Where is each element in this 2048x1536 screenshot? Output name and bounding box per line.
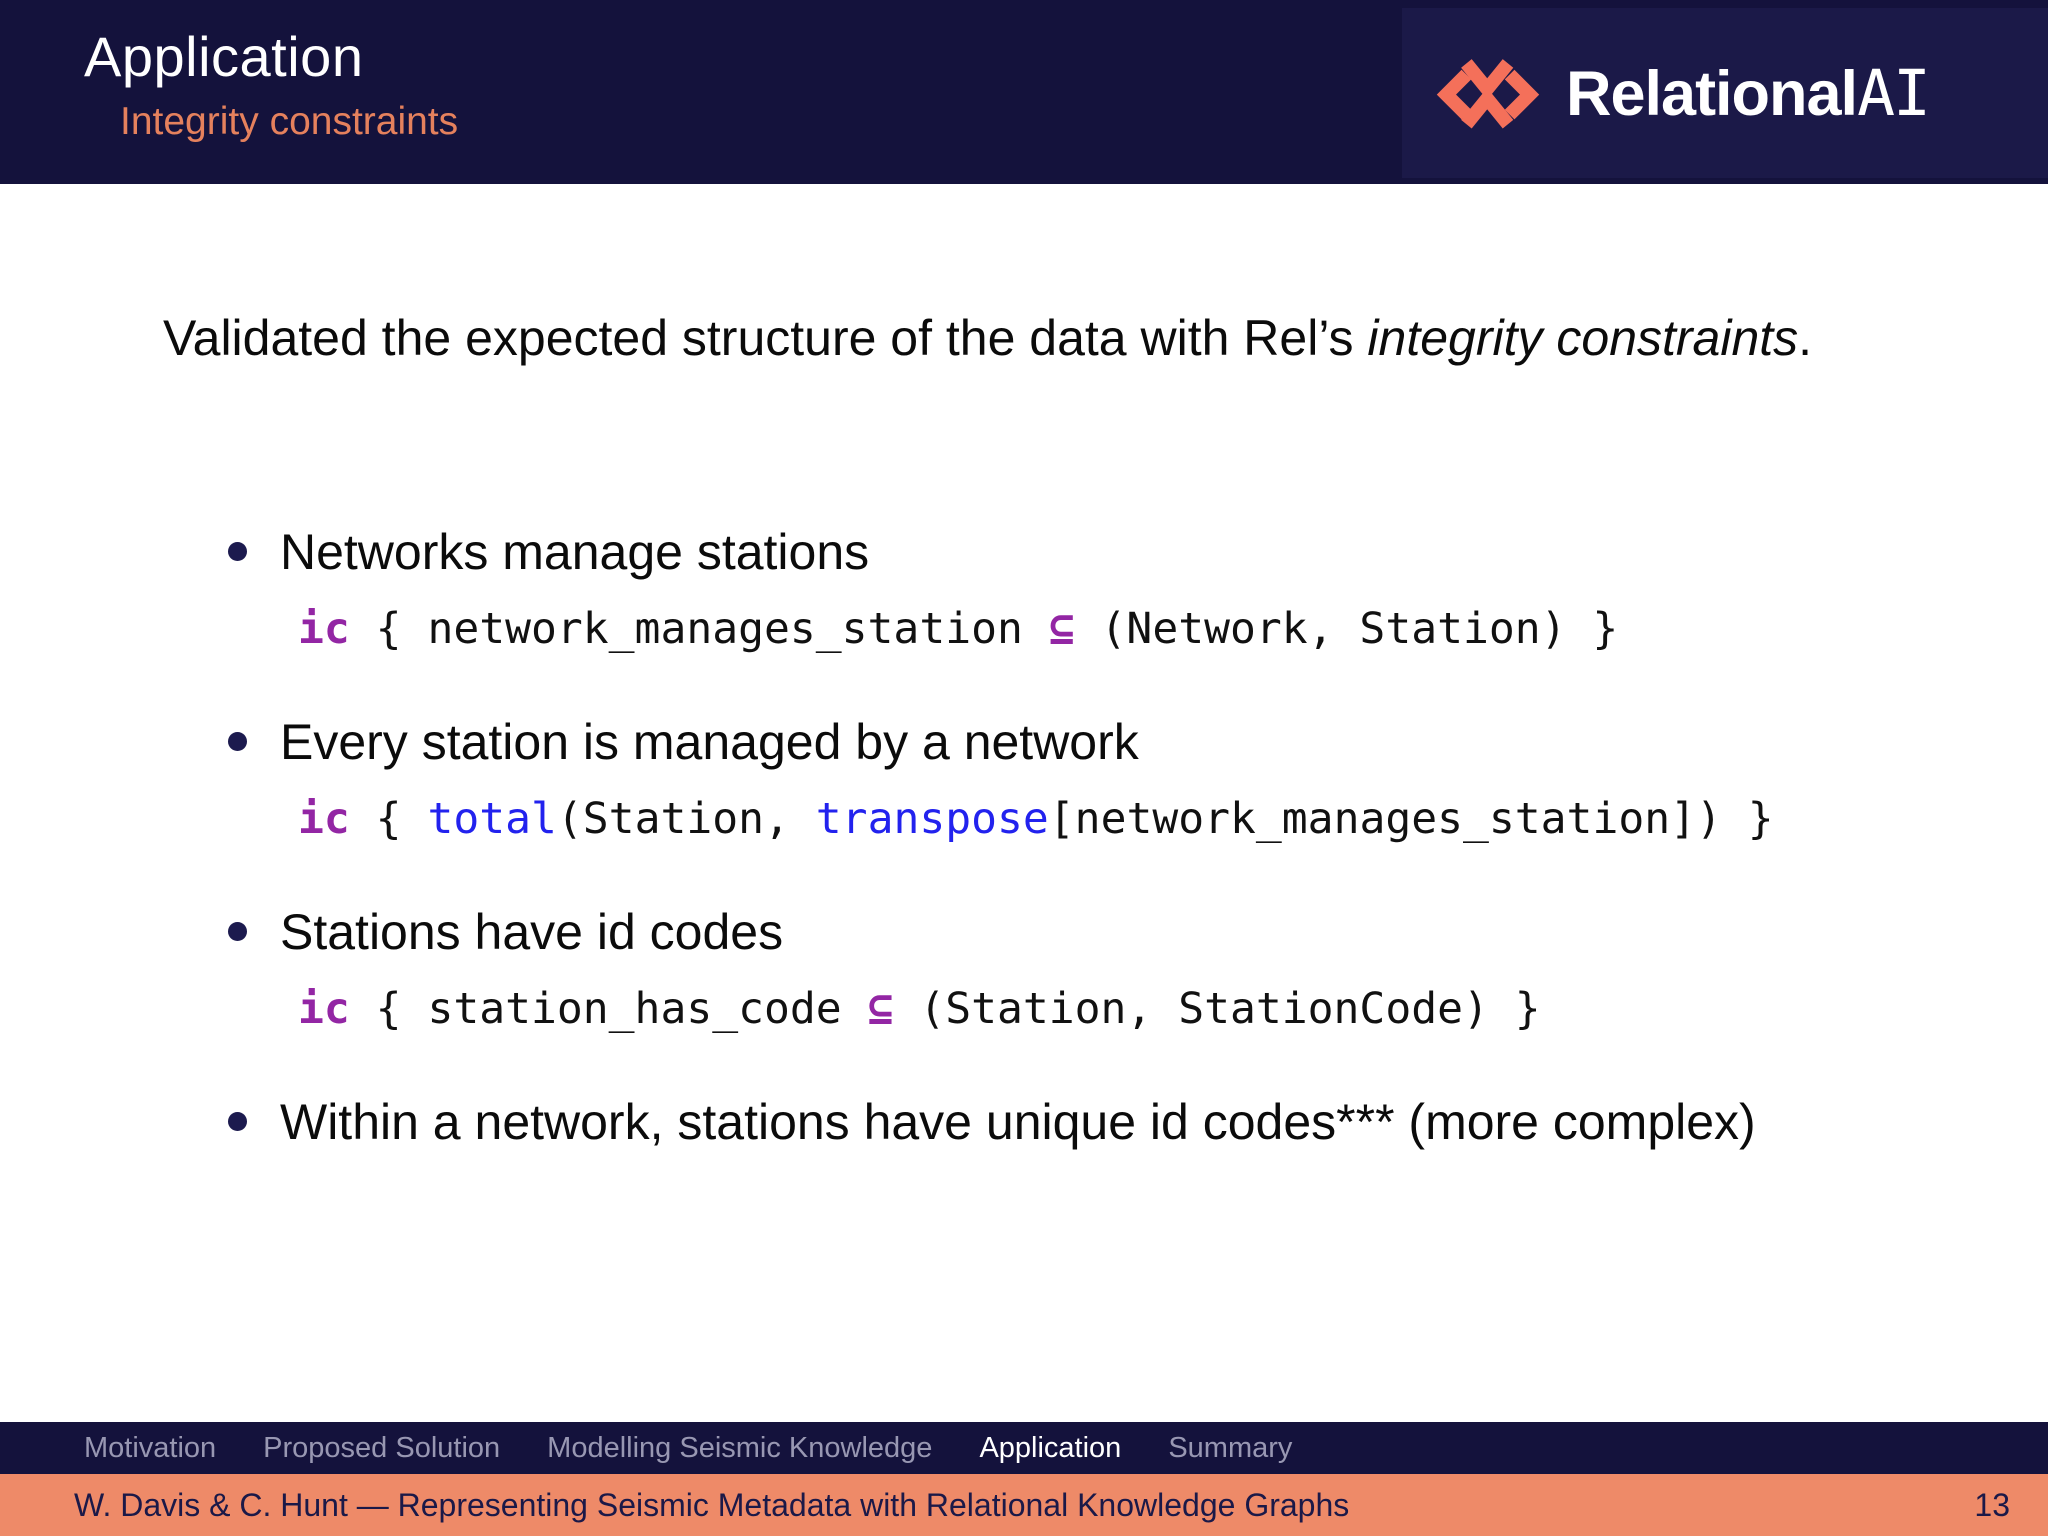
code-token: total bbox=[427, 794, 557, 844]
code-token: { network_manages_station bbox=[349, 604, 1049, 654]
code-token: ⊆ bbox=[1048, 604, 1075, 654]
intro-emphasis: integrity constraints bbox=[1367, 310, 1799, 366]
nav-item-modelling-seismic-knowledge[interactable]: Modelling Seismic Knowledge bbox=[547, 1431, 933, 1464]
intro-suffix: . bbox=[1798, 310, 1813, 366]
footline-text: W. Davis & C. Hunt — Representing Seismi… bbox=[74, 1486, 1350, 1523]
bullet-item: Within a network, stations have unique i… bbox=[224, 1090, 1844, 1154]
bullet-dot bbox=[228, 922, 247, 941]
nav-item-motivation[interactable]: Motivation bbox=[84, 1431, 217, 1464]
code-token: ic bbox=[298, 794, 350, 844]
intro-paragraph: Validated the expected structure of the … bbox=[163, 296, 1873, 380]
code-token: [network_manages_station]) } bbox=[1048, 794, 1774, 844]
bullet-code: ic { network_manages_station ⊆ (Network,… bbox=[298, 600, 1844, 658]
bullet-item: Stations have id codes ic { station_has_c… bbox=[224, 900, 1844, 1038]
code-token: (Station, StationCode) } bbox=[893, 984, 1541, 1034]
bullet-code: ic { station_has_code ⊆ (Station, Statio… bbox=[298, 980, 1844, 1038]
bullet-dot bbox=[228, 1112, 247, 1131]
brand-ai: AI bbox=[1857, 56, 1931, 130]
code-token: (Station, bbox=[556, 794, 816, 844]
bullet-dot bbox=[228, 732, 247, 751]
bullet-label: Networks manage stations bbox=[280, 524, 870, 580]
brand-wordmark: RelationalAI bbox=[1566, 56, 1931, 130]
intro-prefix: Validated the expected structure of the … bbox=[163, 310, 1368, 366]
code-token: { bbox=[349, 794, 428, 844]
bullet-label: Stations have id codes bbox=[280, 904, 784, 960]
code-token: transpose bbox=[815, 794, 1049, 844]
code-token: ic bbox=[298, 604, 350, 654]
bullet-label: Within a network, stations have unique i… bbox=[280, 1094, 1756, 1150]
code-token: (Network, Station) } bbox=[1074, 604, 1619, 654]
footline: W. Davis & C. Hunt — Representing Seismi… bbox=[0, 1474, 2048, 1536]
section-nav: Motivation Proposed Solution Modelling Sei… bbox=[0, 1422, 2048, 1474]
bullet-dot bbox=[228, 542, 247, 561]
relationalai-chevron-x-icon bbox=[1436, 59, 1540, 129]
slide-header: Application Integrity constraints Relati… bbox=[0, 0, 2048, 184]
page-number: 13 bbox=[1974, 1486, 2010, 1523]
page-subtitle: Integrity constraints bbox=[120, 100, 459, 143]
bullet-list: Networks manage stations ic { network_man… bbox=[224, 520, 1844, 1206]
nav-item-application[interactable]: Application bbox=[979, 1431, 1122, 1464]
bullet-label: Every station is managed by a network bbox=[280, 714, 1139, 770]
nav-item-summary[interactable]: Summary bbox=[1168, 1431, 1293, 1464]
bullet-item: Every station is managed by a network ic … bbox=[224, 710, 1844, 848]
relationalai-logo: RelationalAI bbox=[1402, 8, 2048, 178]
code-token: { station_has_code bbox=[349, 984, 868, 1034]
code-token: ic bbox=[298, 984, 350, 1034]
bullet-item: Networks manage stations ic { network_man… bbox=[224, 520, 1844, 658]
page-title: Application bbox=[84, 25, 364, 88]
nav-item-proposed-solution[interactable]: Proposed Solution bbox=[263, 1431, 501, 1464]
bullet-code: ic { total(Station, transpose[network_ma… bbox=[298, 790, 1844, 848]
brand-relational: Relational bbox=[1566, 58, 1858, 129]
code-token: ⊆ bbox=[867, 984, 894, 1034]
